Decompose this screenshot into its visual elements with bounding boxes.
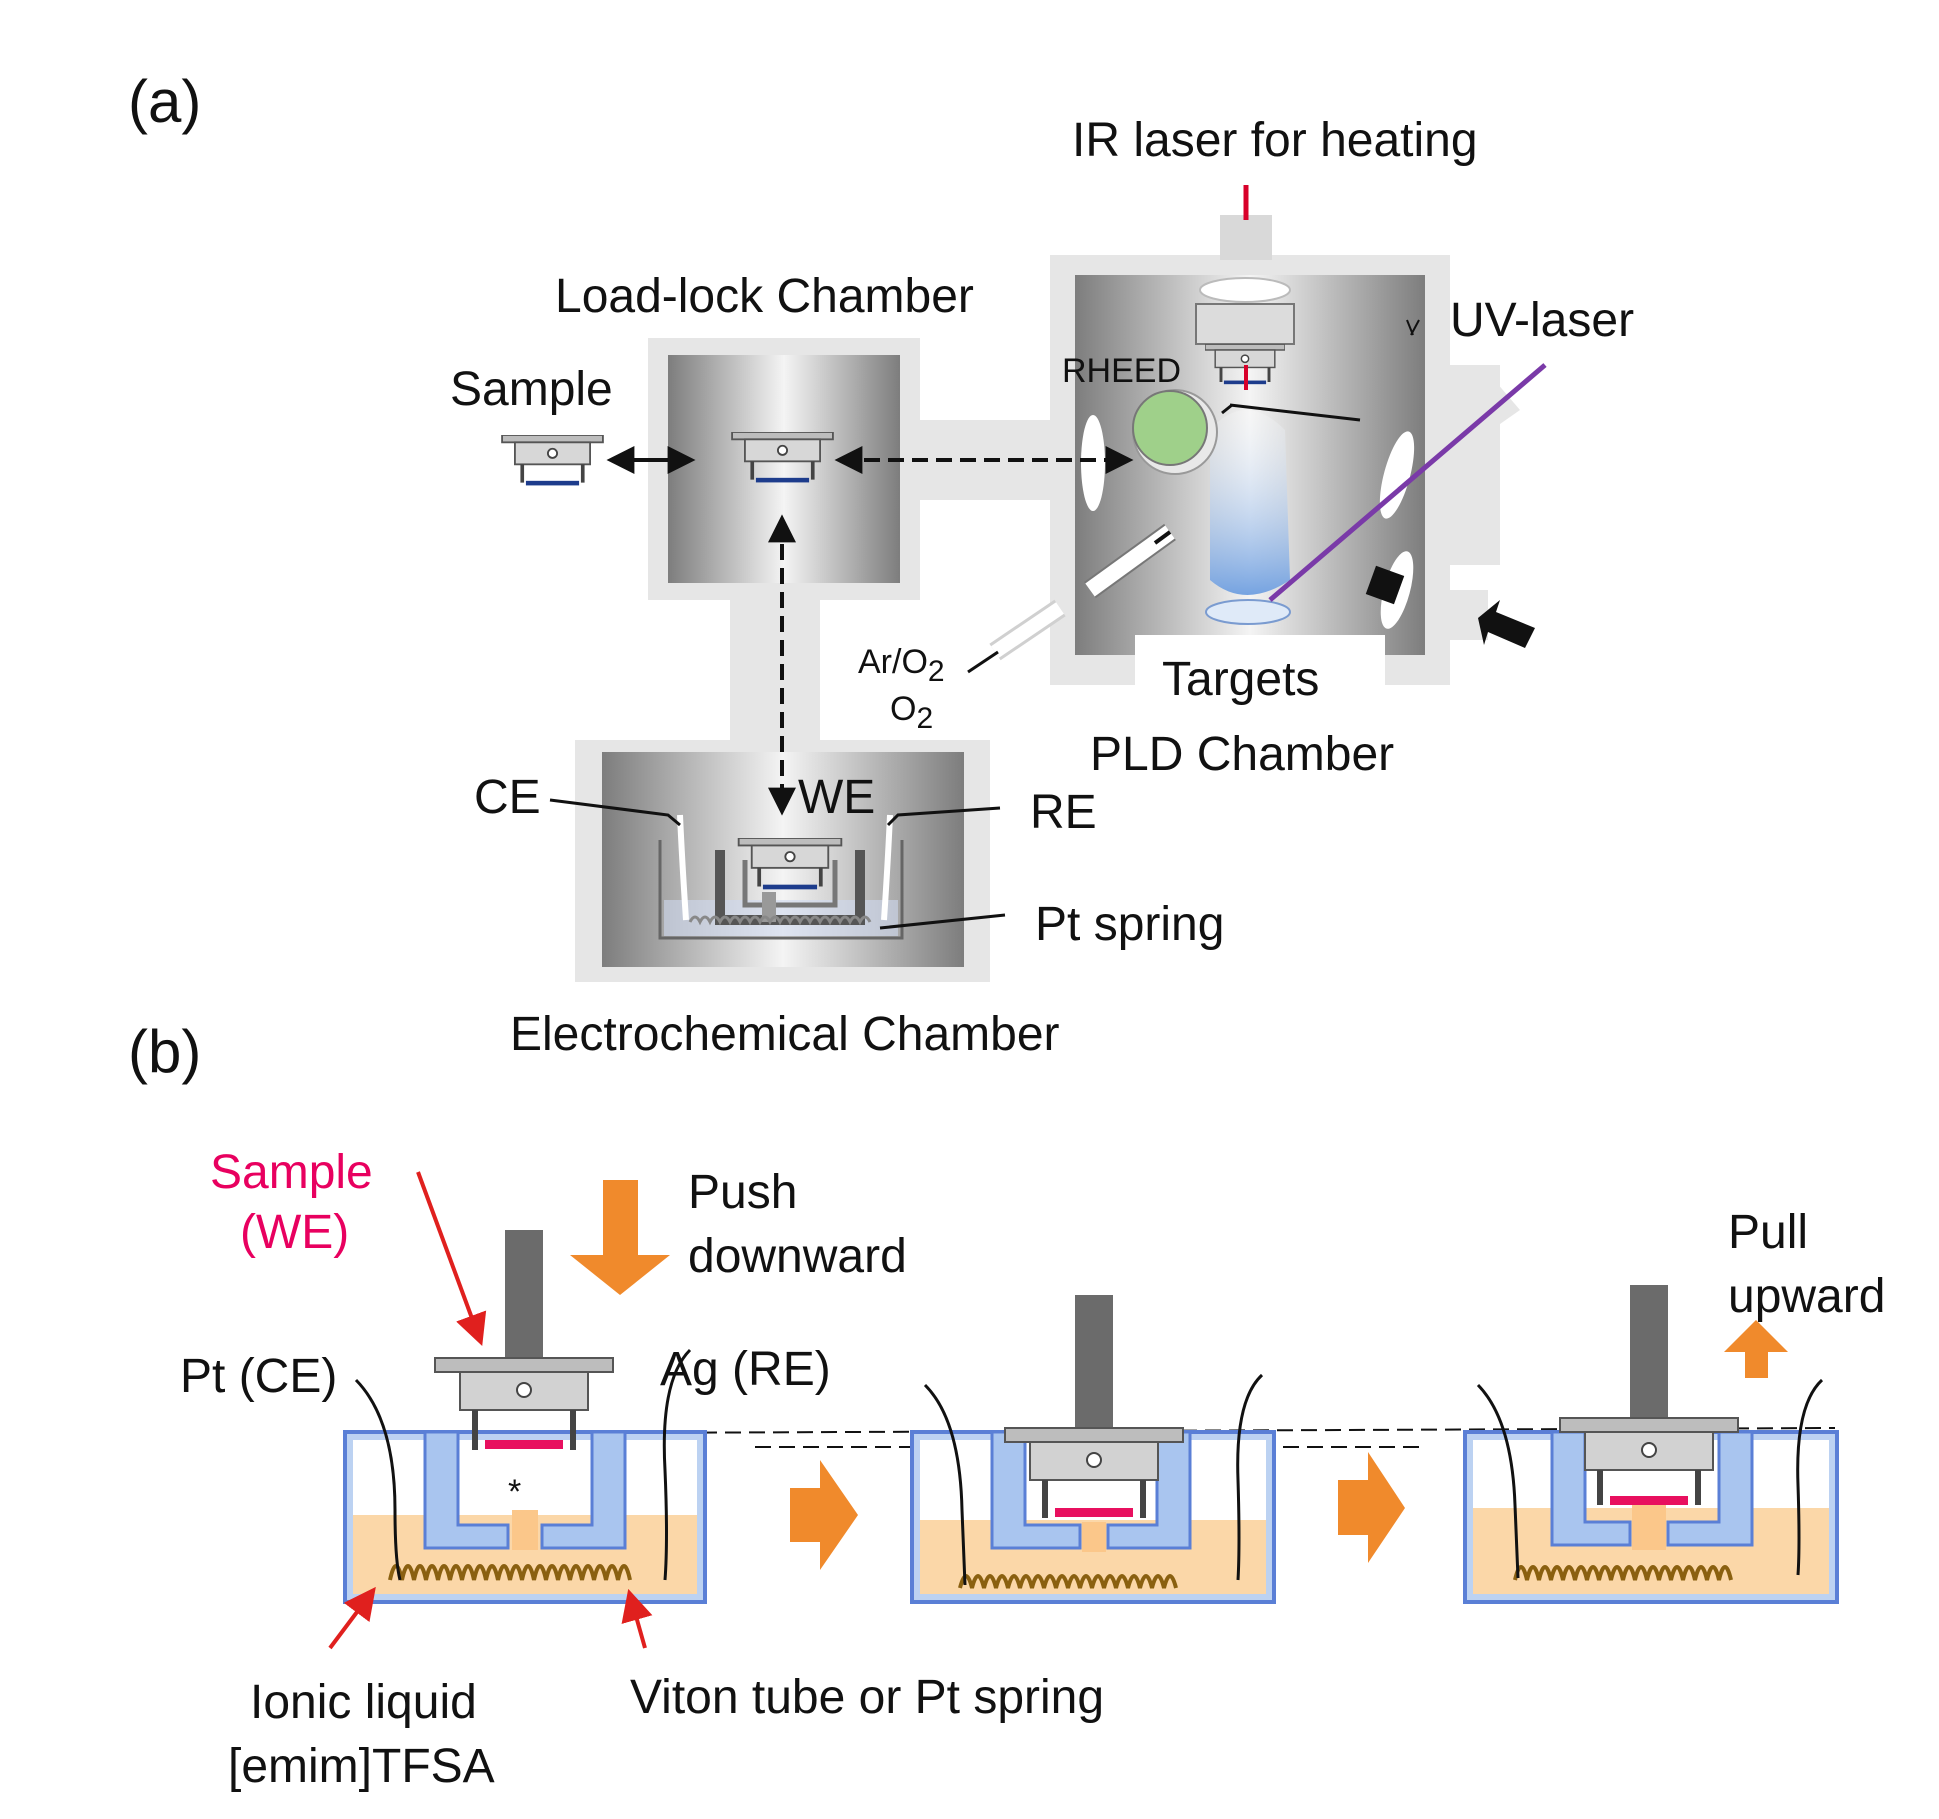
- re-label: RE: [1030, 786, 1097, 839]
- push-arrow: [570, 1180, 670, 1295]
- pull-label-2: upward: [1728, 1270, 1885, 1323]
- pull-arrow: [1724, 1320, 1788, 1378]
- rod-step1: [505, 1230, 543, 1360]
- viton-pointer: [621, 1588, 653, 1649]
- cell-step2: [910, 1295, 1276, 1604]
- pt-ce-label: Pt (CE): [180, 1350, 337, 1403]
- sample-label: Sample: [450, 363, 613, 416]
- step-arrow-1: [790, 1460, 858, 1570]
- cell-step3: [1463, 1285, 1839, 1604]
- sample-we-step3: [1610, 1496, 1688, 1505]
- pld-chamber: [1050, 215, 1520, 685]
- uv-marker: [1406, 319, 1420, 336]
- ionic-liquid-label-2: [emim]TFSA: [228, 1740, 495, 1793]
- pt-ce-wire-step1: [354, 1378, 402, 1581]
- load-lock-chamber: [648, 338, 920, 600]
- pipe-loadlock-echem: [730, 595, 820, 755]
- gas-label-1: Ar/O2: [858, 643, 945, 688]
- electrochemical-chamber: [575, 740, 990, 982]
- re-leader: [886, 806, 1001, 827]
- lower-port-block: [1365, 565, 1405, 605]
- cell-step1: *: [343, 1230, 707, 1604]
- panel-a: (a): [128, 68, 1634, 1061]
- sample-we-step1: [485, 1440, 563, 1449]
- ag-re-wire-step2: [1236, 1373, 1264, 1581]
- uv-laser-beam: [1268, 363, 1547, 602]
- ag-re-wire-step1: [662, 1348, 692, 1581]
- ce-wire: [677, 814, 689, 921]
- panel-b: (b) *: [128, 1018, 1885, 1793]
- pld-sample-stage: [1195, 303, 1295, 345]
- uv-port: [1440, 375, 1520, 445]
- ag-re-label: Ag (RE): [660, 1343, 831, 1396]
- sample-holder-outside: [500, 435, 605, 488]
- pt-spring-leader: [879, 913, 1006, 930]
- pump-arrow: [1478, 600, 1535, 648]
- gas-label-2: O2: [890, 690, 933, 735]
- asterisk-label: *: [508, 1473, 521, 1511]
- rod-step2: [1075, 1295, 1113, 1430]
- we-label: WE: [798, 771, 875, 824]
- sample-we-label-1: Sample: [210, 1146, 373, 1199]
- ionic-liquid-pointer: [328, 1586, 376, 1650]
- rheed-screen: [1132, 390, 1208, 466]
- uv-laser-label: UV-laser: [1450, 294, 1634, 347]
- spring-step3: [1513, 1565, 1733, 1581]
- ionic-liquid-label-1: Ionic liquid: [250, 1676, 477, 1729]
- ag-re-wire-step3: [1796, 1378, 1824, 1576]
- push-label-2: downward: [688, 1230, 907, 1283]
- ce-leader: [549, 798, 681, 827]
- sample-pointer: [416, 1171, 487, 1347]
- rheed-pointer: [1229, 403, 1361, 422]
- pt-spring-label: Pt spring: [1035, 898, 1224, 951]
- pull-label-1: Pull: [1728, 1206, 1808, 1259]
- plasma-plume: [1210, 410, 1290, 595]
- viton-label: Viton tube or Pt spring: [630, 1671, 1104, 1724]
- pld-label: PLD Chamber: [1090, 728, 1394, 781]
- targets-label: Targets: [1162, 653, 1319, 706]
- target-disk: [1205, 599, 1291, 625]
- pt-ce-wire-step3: [1476, 1383, 1520, 1579]
- panel-b-label: (b): [128, 1018, 201, 1085]
- sample-we-step2: [1055, 1508, 1133, 1517]
- heater-lamp: [1199, 277, 1291, 303]
- ce-label: CE: [474, 771, 541, 824]
- ir-laser-label: IR laser for heating: [1072, 114, 1478, 167]
- spring-step1: [388, 1564, 632, 1581]
- panel-a-label: (a): [128, 68, 201, 135]
- push-label-1: Push: [688, 1166, 797, 1219]
- sample-we-label-2: (WE): [240, 1206, 349, 1259]
- spring-step2: [958, 1574, 1178, 1589]
- left-window: [1081, 415, 1105, 511]
- pt-ce-wire-step2: [923, 1383, 967, 1586]
- rod-step3: [1630, 1285, 1668, 1420]
- load-lock-label: Load-lock Chamber: [555, 270, 974, 323]
- electrochemical-label: Electrochemical Chamber: [510, 1008, 1060, 1061]
- step-arrow-2: [1338, 1452, 1405, 1563]
- pt-spring-coil: [688, 915, 872, 926]
- rheed-label: RHEED: [1062, 352, 1181, 390]
